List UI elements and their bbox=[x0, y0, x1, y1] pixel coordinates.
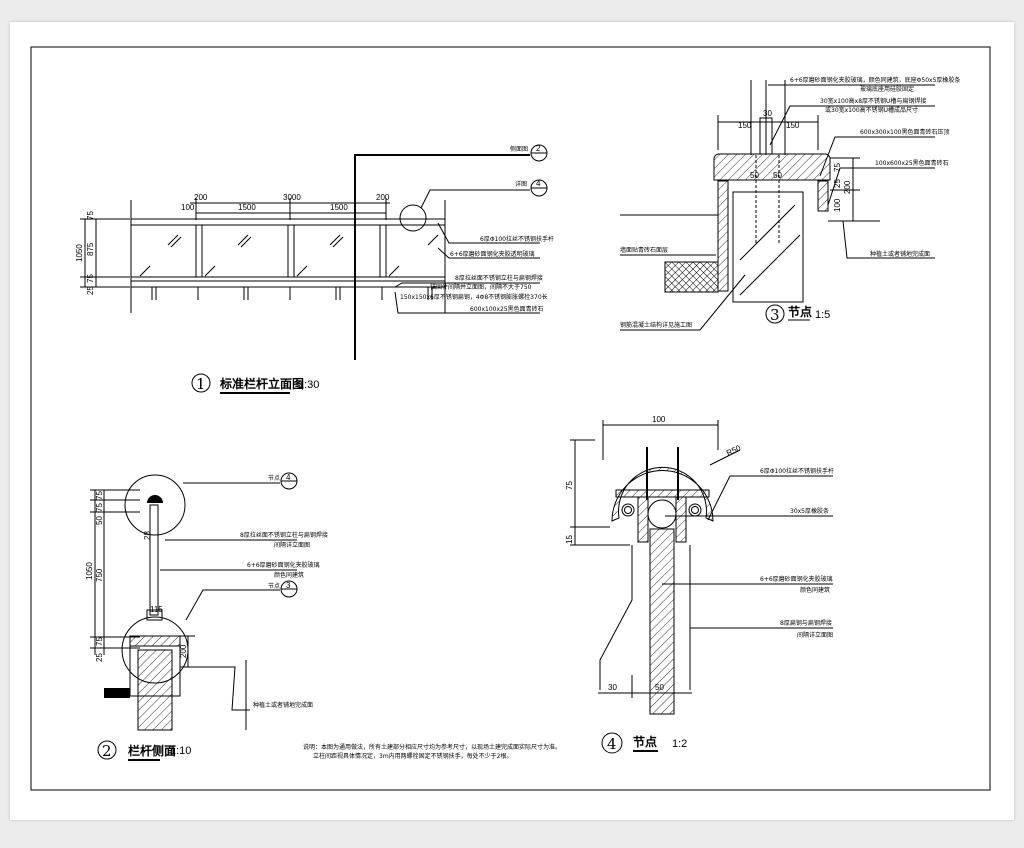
v4-dim-15: 15 bbox=[565, 535, 574, 544]
view1-scale: 1:30 bbox=[298, 379, 319, 391]
v2-dim-75a: 75 bbox=[95, 491, 104, 500]
v3-dim-75: 75 bbox=[833, 163, 842, 172]
note-handrail: 6厚Φ100拉丝不锈钢扶手杆 bbox=[480, 235, 554, 243]
v3-note-channel2: 或30宽x100高不锈钢U槽成品尺寸 bbox=[825, 106, 918, 114]
v3-note-stone: 100x600x25黑色面青砖石 bbox=[875, 159, 949, 167]
v2-ref-top-num: 4 bbox=[286, 473, 291, 482]
view1-number: 1 bbox=[196, 375, 206, 393]
view4-number: 4 bbox=[607, 735, 617, 753]
view2-title: 栏杆侧面 bbox=[128, 743, 176, 758]
v3-note-wall: 墙面贴青砖石面层 bbox=[620, 246, 668, 254]
dim-200a: 200 bbox=[194, 193, 208, 202]
v3-note-glass: 6+6厚磨砂面钢化夹胶玻璃，颜色同建筑，底座Φ50x5厚橡胶条 bbox=[790, 76, 960, 84]
v3-dim-200: 200 bbox=[843, 180, 852, 194]
dim-1050: 1050 bbox=[75, 244, 84, 262]
v2-dim-75b: 75 bbox=[95, 503, 104, 512]
note-anchor: 锚固件间隔并立面图，间隔不大于750 bbox=[430, 283, 532, 291]
ref-side-label: 侧面图 bbox=[510, 145, 528, 153]
v3-dim-30: 30 bbox=[763, 109, 772, 118]
view2-scale: 1:10 bbox=[170, 745, 191, 757]
dim-875: 875 bbox=[86, 242, 95, 256]
v3-dim-50b: 50 bbox=[773, 171, 782, 180]
v4-dim-75: 75 bbox=[565, 481, 574, 490]
v2-note-glass2: 颜色同建筑 bbox=[274, 571, 304, 579]
v2-note-post2: 间隔详立面图 bbox=[274, 541, 310, 549]
v2-dim-750: 750 bbox=[95, 568, 104, 582]
note-plate: 150x150x6厚不锈钢扁钢，4Φ8不锈钢膨胀螺栓370长 bbox=[400, 293, 548, 301]
v2-dim-28: 28 bbox=[143, 531, 152, 540]
v3-dim-150a: 150 bbox=[738, 121, 752, 130]
view1-elevation: 200 3000 200 100 1500 1500 75 1050 875 7… bbox=[75, 144, 554, 394]
v3-dim-50a: 50 bbox=[750, 171, 759, 180]
view2-section: 75 75 50 1050 750 115 75 25 200 28 节点 4 … bbox=[85, 472, 328, 761]
ref-detail-label: 详图 bbox=[515, 180, 527, 188]
v2-dim-115: 115 bbox=[150, 605, 163, 614]
ref-side-num: 2 bbox=[536, 144, 541, 153]
view3-number: 3 bbox=[770, 306, 780, 324]
dim-75a: 75 bbox=[86, 211, 95, 220]
sheet-border bbox=[30, 46, 991, 791]
v3-note-glass2: 玻璃底座用硅胶固定 bbox=[860, 85, 914, 93]
detail-circle bbox=[399, 204, 427, 232]
v3-note-channel: 30宽x100高x8厚不锈钢U槽与扁钢焊接 bbox=[820, 97, 926, 105]
v3-dim-100: 100 bbox=[833, 198, 842, 212]
v2-dim-200: 200 bbox=[179, 644, 188, 658]
v4-dim-r50: R50 bbox=[725, 443, 743, 458]
v3-note-concrete: 钢筋混凝土结构详见施工图 bbox=[620, 321, 692, 329]
v2-ref-bottom-num: 3 bbox=[286, 581, 291, 590]
view3-detail: 150 30 150 50 50 75 25 200 100 6+6厚磨砂面钢化… bbox=[620, 76, 960, 331]
view4-scale: 1:2 bbox=[672, 738, 687, 750]
view3-title: 节点 bbox=[788, 304, 812, 319]
v3-note-coping: 600x300x100黑色面青砖石压顶 bbox=[860, 128, 949, 136]
v2-dim-75c: 75 bbox=[95, 637, 104, 646]
view4-handrail-detail: 100 R50 75 15 30 50 6厚Φ100拉丝不锈钢扶手杆 30x5厚… bbox=[565, 415, 834, 754]
dim-100: 100 bbox=[181, 203, 195, 212]
dim-200b: 200 bbox=[376, 193, 390, 202]
v4-dim-30: 30 bbox=[608, 683, 617, 692]
note-stone: 600x100x25黑色面青砖石 bbox=[470, 305, 544, 313]
dim-25: 25 bbox=[86, 286, 95, 295]
v2-ref-top-label: 节点 bbox=[268, 474, 280, 482]
v4-note-rubber: 30x5厚橡胶条 bbox=[790, 507, 829, 515]
v2-note-glass: 6+6厚磨砂面钢化夹胶玻璃 bbox=[247, 561, 320, 569]
v2-dim-25: 25 bbox=[95, 653, 104, 662]
v4-note-handrail: 6厚Φ100拉丝不锈钢扶手杆 bbox=[760, 467, 834, 475]
dim-1500b: 1500 bbox=[330, 203, 348, 212]
note-glass: 6+6厚磨砂面钢化夹胶透明玻璃 bbox=[450, 250, 535, 258]
v2-dim-1050: 1050 bbox=[85, 562, 94, 580]
view3-scale: 1:5 bbox=[815, 309, 830, 321]
v3-dim-25: 25 bbox=[833, 179, 842, 188]
v3-dim-150b: 150 bbox=[786, 121, 800, 130]
dim-75b: 75 bbox=[86, 274, 95, 283]
v4-dim-50: 50 bbox=[655, 683, 664, 692]
v2-note-soil: 种植土或者铺地完成面 bbox=[253, 701, 313, 709]
v2-ref-bottom-label: 节点 bbox=[268, 582, 280, 590]
v4-note-plate: 8厚扁钢与扁钢焊接 bbox=[780, 619, 832, 627]
v2-note-post: 8厚拉丝面不锈钢立柱与扁钢焊接 bbox=[240, 531, 328, 539]
remark-line-2: 立柱间距视具体情况定，3m内用两螺栓固定不锈钢扶手，每处不少于2根。 bbox=[313, 752, 512, 760]
v4-dim-100: 100 bbox=[652, 415, 666, 424]
v4-note-glass: 6+6厚磨砂面钢化夹胶玻璃 bbox=[760, 575, 833, 583]
dim-3000: 3000 bbox=[283, 193, 301, 202]
v2-dim-50: 50 bbox=[95, 516, 104, 525]
v4-note-plate2: 间隔详立面图 bbox=[797, 631, 833, 639]
view2-number: 2 bbox=[102, 742, 112, 760]
view4-title: 节点 bbox=[633, 734, 657, 749]
v4-note-glass2: 颜色同建筑 bbox=[800, 586, 830, 594]
dim-1500a: 1500 bbox=[238, 203, 256, 212]
ref-detail-num: 4 bbox=[536, 179, 541, 188]
v3-note-soil: 种植土或者铺地完成面 bbox=[870, 250, 930, 258]
remark-line-1: 说明：本图为通用做法，所有土建部分相应尺寸均为参考尺寸，以现场土建完成面实际尺寸… bbox=[303, 743, 561, 751]
view1-title: 标准栏杆立面图 bbox=[219, 376, 304, 391]
note-post: 8厚拉丝面不锈钢立柱与扁钢焊接 bbox=[455, 274, 543, 282]
